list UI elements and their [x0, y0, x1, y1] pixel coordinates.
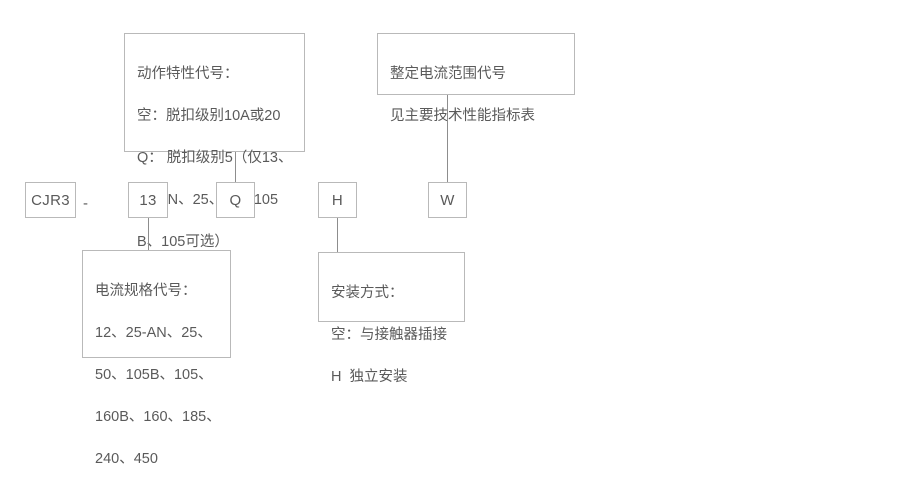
connector-current-spec-to-note [148, 218, 149, 250]
code-segment-series[interactable]: CJR3 [25, 182, 76, 218]
note-line: 见主要技术性能指标表 [390, 108, 535, 124]
note-line: 12、25-AN、25、 [95, 325, 212, 341]
mounting-method-note-box: 安装方式： 空：与接触器插接 H 独立安装 [318, 252, 465, 385]
code-segment-mounting[interactable]: H [318, 182, 357, 218]
code-segment-label: W [440, 191, 455, 209]
code-segment-label: CJR3 [31, 191, 70, 209]
note-line: 空：与接触器插接 [331, 327, 447, 343]
note-line: B、105可选） [137, 234, 229, 250]
connector-action-characteristic-to-q [235, 152, 236, 182]
setting-current-range-note-box: 整定电流范围代号 见主要技术性能指标表 [377, 33, 575, 124]
note-line: 电流规格代号： [95, 283, 197, 299]
code-segment-action-char[interactable]: Q [216, 182, 255, 218]
model-code-diagram: 动作特性代号： 空：脱扣级别10A或20 Q： 脱扣级别5（仅13、 25-AN… [25, 33, 575, 467]
code-segment-label: 13 [139, 191, 157, 209]
connector-mounting-to-note [337, 218, 338, 252]
note-line: H 独立安装 [331, 369, 408, 385]
note-line: 整定电流范围代号 [390, 66, 506, 82]
code-separator-dash: - [83, 195, 88, 212]
action-characteristic-note-box: 动作特性代号： 空：脱扣级别10A或20 Q： 脱扣级别5（仅13、 25-AN… [124, 33, 305, 250]
note-line: 240、450 [95, 451, 158, 467]
code-segment-current-spec[interactable]: 13 [128, 182, 168, 218]
note-line: 160B、160、185、 [95, 409, 221, 425]
code-segment-setting-range[interactable]: W [428, 182, 467, 218]
note-line: 空：脱扣级别10A或20 [137, 108, 281, 124]
code-segment-label: Q [229, 191, 242, 209]
connector-setting-range-to-w [447, 95, 448, 182]
note-line: Q： 脱扣级别5（仅13、 [137, 150, 293, 166]
code-segment-label: H [331, 191, 344, 209]
note-line: 动作特性代号： [137, 66, 239, 82]
note-line: 安装方式： [331, 285, 404, 301]
note-line: 50、105B、105、 [95, 367, 213, 383]
current-specification-note-box: 电流规格代号： 12、25-AN、25、 50、105B、105、 160B、1… [82, 250, 231, 467]
